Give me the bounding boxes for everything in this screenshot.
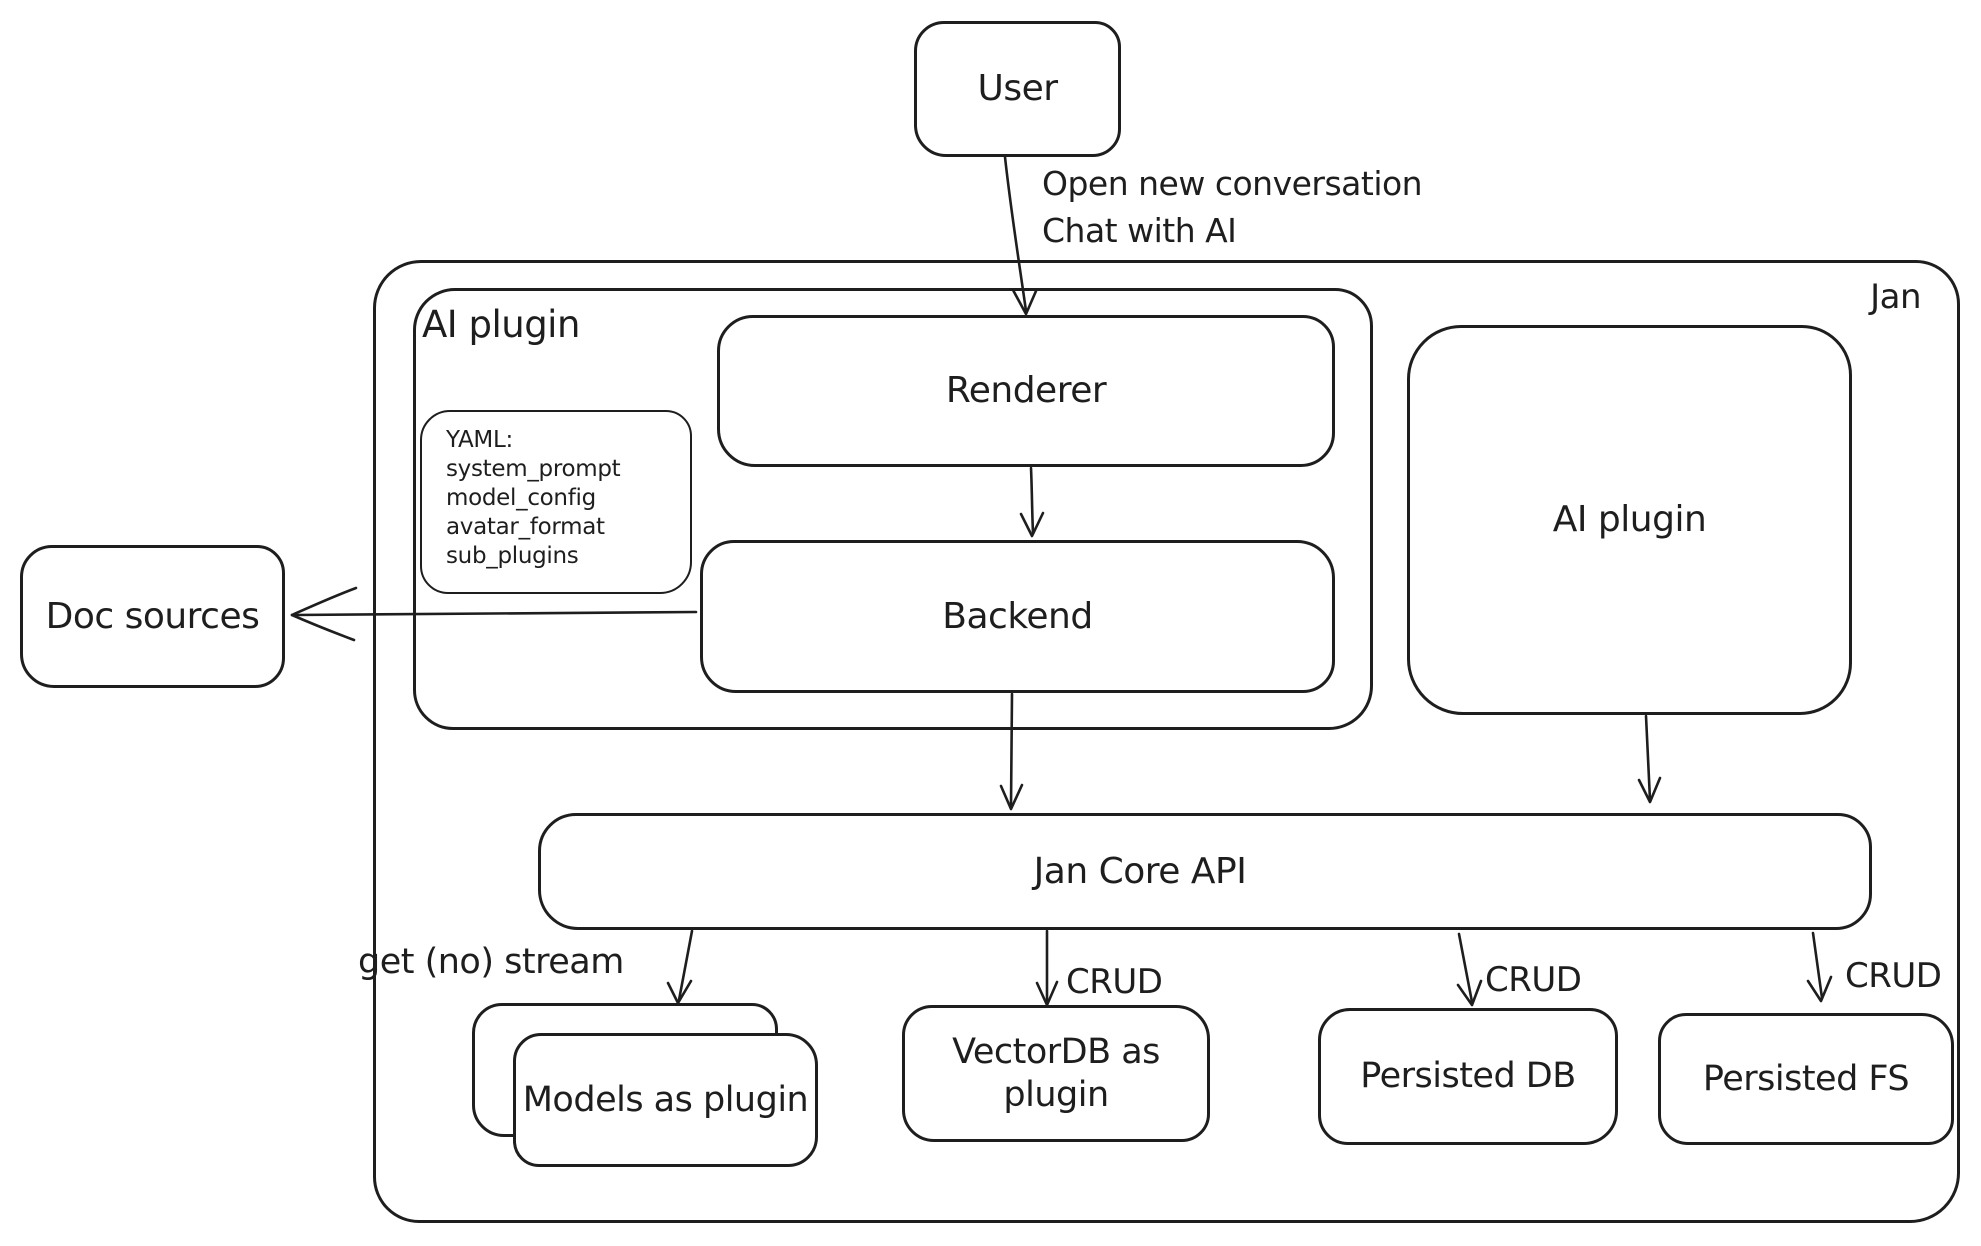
node-persisted-db: Persisted DB: [1318, 1008, 1618, 1145]
container-ai-plugin-group-label: AI plugin: [422, 303, 580, 346]
container-ai-plugin-group: AI plugin: [413, 288, 1373, 730]
yaml-note-line: sub_plugins: [446, 543, 579, 569]
yaml-note-line: system_prompt: [446, 456, 621, 482]
yaml-note-line: model_config: [446, 485, 596, 511]
container-jan-label: Jan: [1870, 277, 1921, 317]
node-yaml-note: YAML: system_prompt model_config avatar_…: [420, 410, 692, 594]
node-persisted-fs: Persisted FS: [1658, 1013, 1954, 1145]
node-persisted-db-label: Persisted DB: [1360, 1056, 1576, 1097]
node-backend: Backend: [700, 540, 1335, 693]
edge-label-crud-persisted-db: CRUD: [1485, 960, 1582, 1000]
node-persisted-fs-label: Persisted FS: [1702, 1058, 1910, 1099]
node-ai-plugin-label: AI plugin: [1552, 499, 1707, 541]
container-jan: Jan: [373, 260, 1960, 1223]
node-models-plugin-label: Models as plugin: [522, 1079, 809, 1120]
edge-label-crud-vectordb: CRUD: [1066, 962, 1163, 1002]
yaml-note-title: YAML:: [446, 427, 513, 453]
node-user-label: User: [977, 68, 1058, 110]
node-vectordb-plugin: VectorDB as plugin: [902, 1005, 1210, 1142]
node-backend-label: Backend: [942, 595, 1093, 637]
node-user: User: [914, 21, 1121, 157]
node-models-plugin: Models as plugin: [513, 1033, 818, 1167]
edge-label-user-action-line2: Chat with AI: [1042, 211, 1237, 250]
node-vectordb-plugin-label: VectorDB as plugin: [952, 1031, 1160, 1115]
node-jan-core-api: Jan Core API: [538, 813, 1872, 930]
edge-label-get-stream: get (no) stream: [358, 942, 624, 982]
node-doc-sources: Doc sources: [20, 545, 285, 688]
node-ai-plugin: AI plugin: [1407, 325, 1852, 715]
node-jan-core-api-label: Jan Core API: [1033, 850, 1247, 892]
edge-label-user-action-line1: Open new conversation: [1042, 164, 1423, 203]
edge-label-user-action: Open new conversation Chat with AI: [1042, 160, 1423, 254]
yaml-note-line: avatar_format: [446, 514, 605, 540]
edge-label-crud-persisted-fs: CRUD: [1845, 956, 1942, 996]
node-renderer-label: Renderer: [945, 370, 1107, 412]
node-renderer: Renderer: [717, 315, 1335, 467]
node-doc-sources-label: Doc sources: [45, 595, 260, 637]
